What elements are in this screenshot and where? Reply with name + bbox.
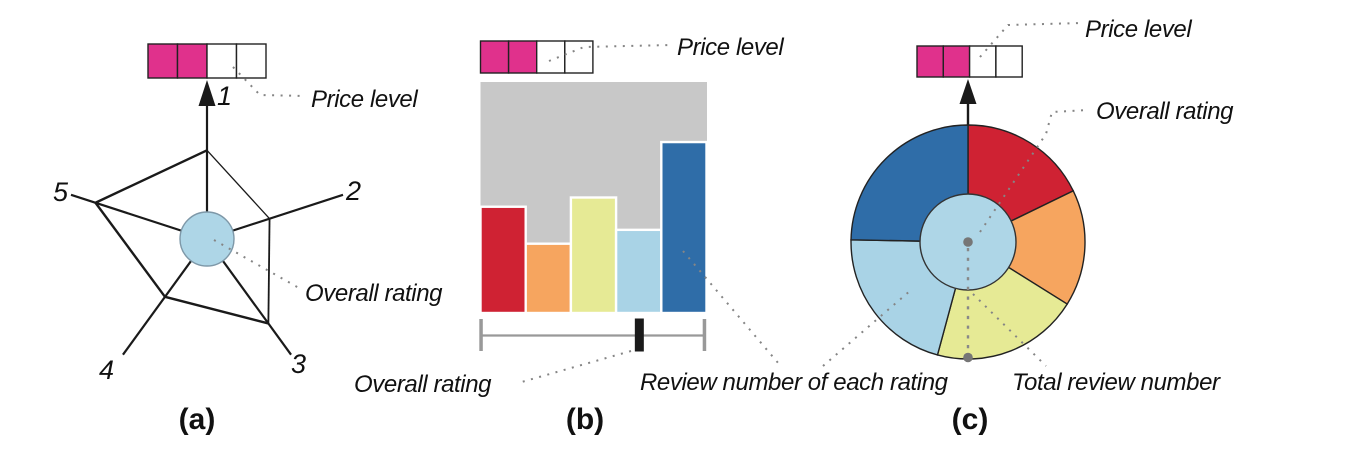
radar-tick-1: 1 [217,81,233,111]
price-swatch-empty [564,40,594,74]
panel-caption-c: (c) [951,403,989,436]
rating-bars [479,140,708,315]
radar-polygon-edge [267,218,271,324]
edge-marker-dot-icon [963,352,973,363]
price-swatch-empty [968,45,997,78]
price-level-legend-b [479,40,594,74]
price-swatch-empty [536,40,566,74]
review-number-label: Review number of each rating [640,369,948,396]
overall-rating-label-a: Overall rating [305,280,443,307]
rating-bar-2 [524,242,573,315]
price-swatch-filled [507,40,538,74]
price-level-legend-a [147,43,267,79]
radar-polygon-edge [94,149,208,204]
radar-polygon-edge [164,295,269,325]
rating-bar-1 [479,205,527,315]
overall-rating-circle-a [179,211,235,267]
price-swatch-filled [942,45,971,78]
pie-slice-2 [966,189,1086,306]
overall-rating-slider [479,318,707,352]
radar-tick-3: 3 [291,349,307,379]
slider-right-cap [702,319,707,351]
pie-panel [850,45,1086,363]
center-marker-dot-icon [963,237,973,247]
leader-total-review [972,293,1047,367]
leader-overall-rating-b [517,350,632,384]
price-swatch-filled [916,45,944,78]
radar-polygon-edge [206,149,271,220]
price-swatch-filled [147,43,179,79]
overall-rating-tick [634,318,644,352]
bar-panel [479,40,708,352]
rating-bar-4 [614,228,663,315]
radar-tick-2: 2 [346,176,362,206]
price-level-label-b: Price level [677,34,784,61]
panel-caption-a: (a) [178,403,216,436]
radar-tick-5: 5 [53,177,69,207]
price-swatch-empty [206,43,238,79]
rating-bar-3 [569,196,618,315]
price-level-label-a: Price level [311,86,418,113]
leader-price-level-c [979,22,1082,58]
radar-panel [70,43,344,356]
up-arrow-icon [959,79,977,104]
slider-left-cap [479,319,483,351]
leader-price-level-a [232,66,307,97]
panel-caption-b: (b) [565,403,605,436]
up-arrow-icon [198,80,216,106]
radar-polygon-edge [94,202,166,298]
price-swatch-empty [235,43,267,79]
price-swatch-empty [995,45,1023,78]
price-level-legend-c [916,45,1023,78]
price-swatch-filled [176,43,208,79]
price-swatch-filled [479,40,510,74]
price-level-label-c: Price level [1085,16,1192,43]
total-review-label: Total review number [1012,369,1220,396]
overall-rating-label-b: Overall rating [354,371,492,398]
rating-bar-5 [660,140,708,315]
leader-lines [213,22,1089,384]
radar-tick-4: 4 [99,355,115,385]
overall-rating-label-c: Overall rating [1096,98,1234,125]
